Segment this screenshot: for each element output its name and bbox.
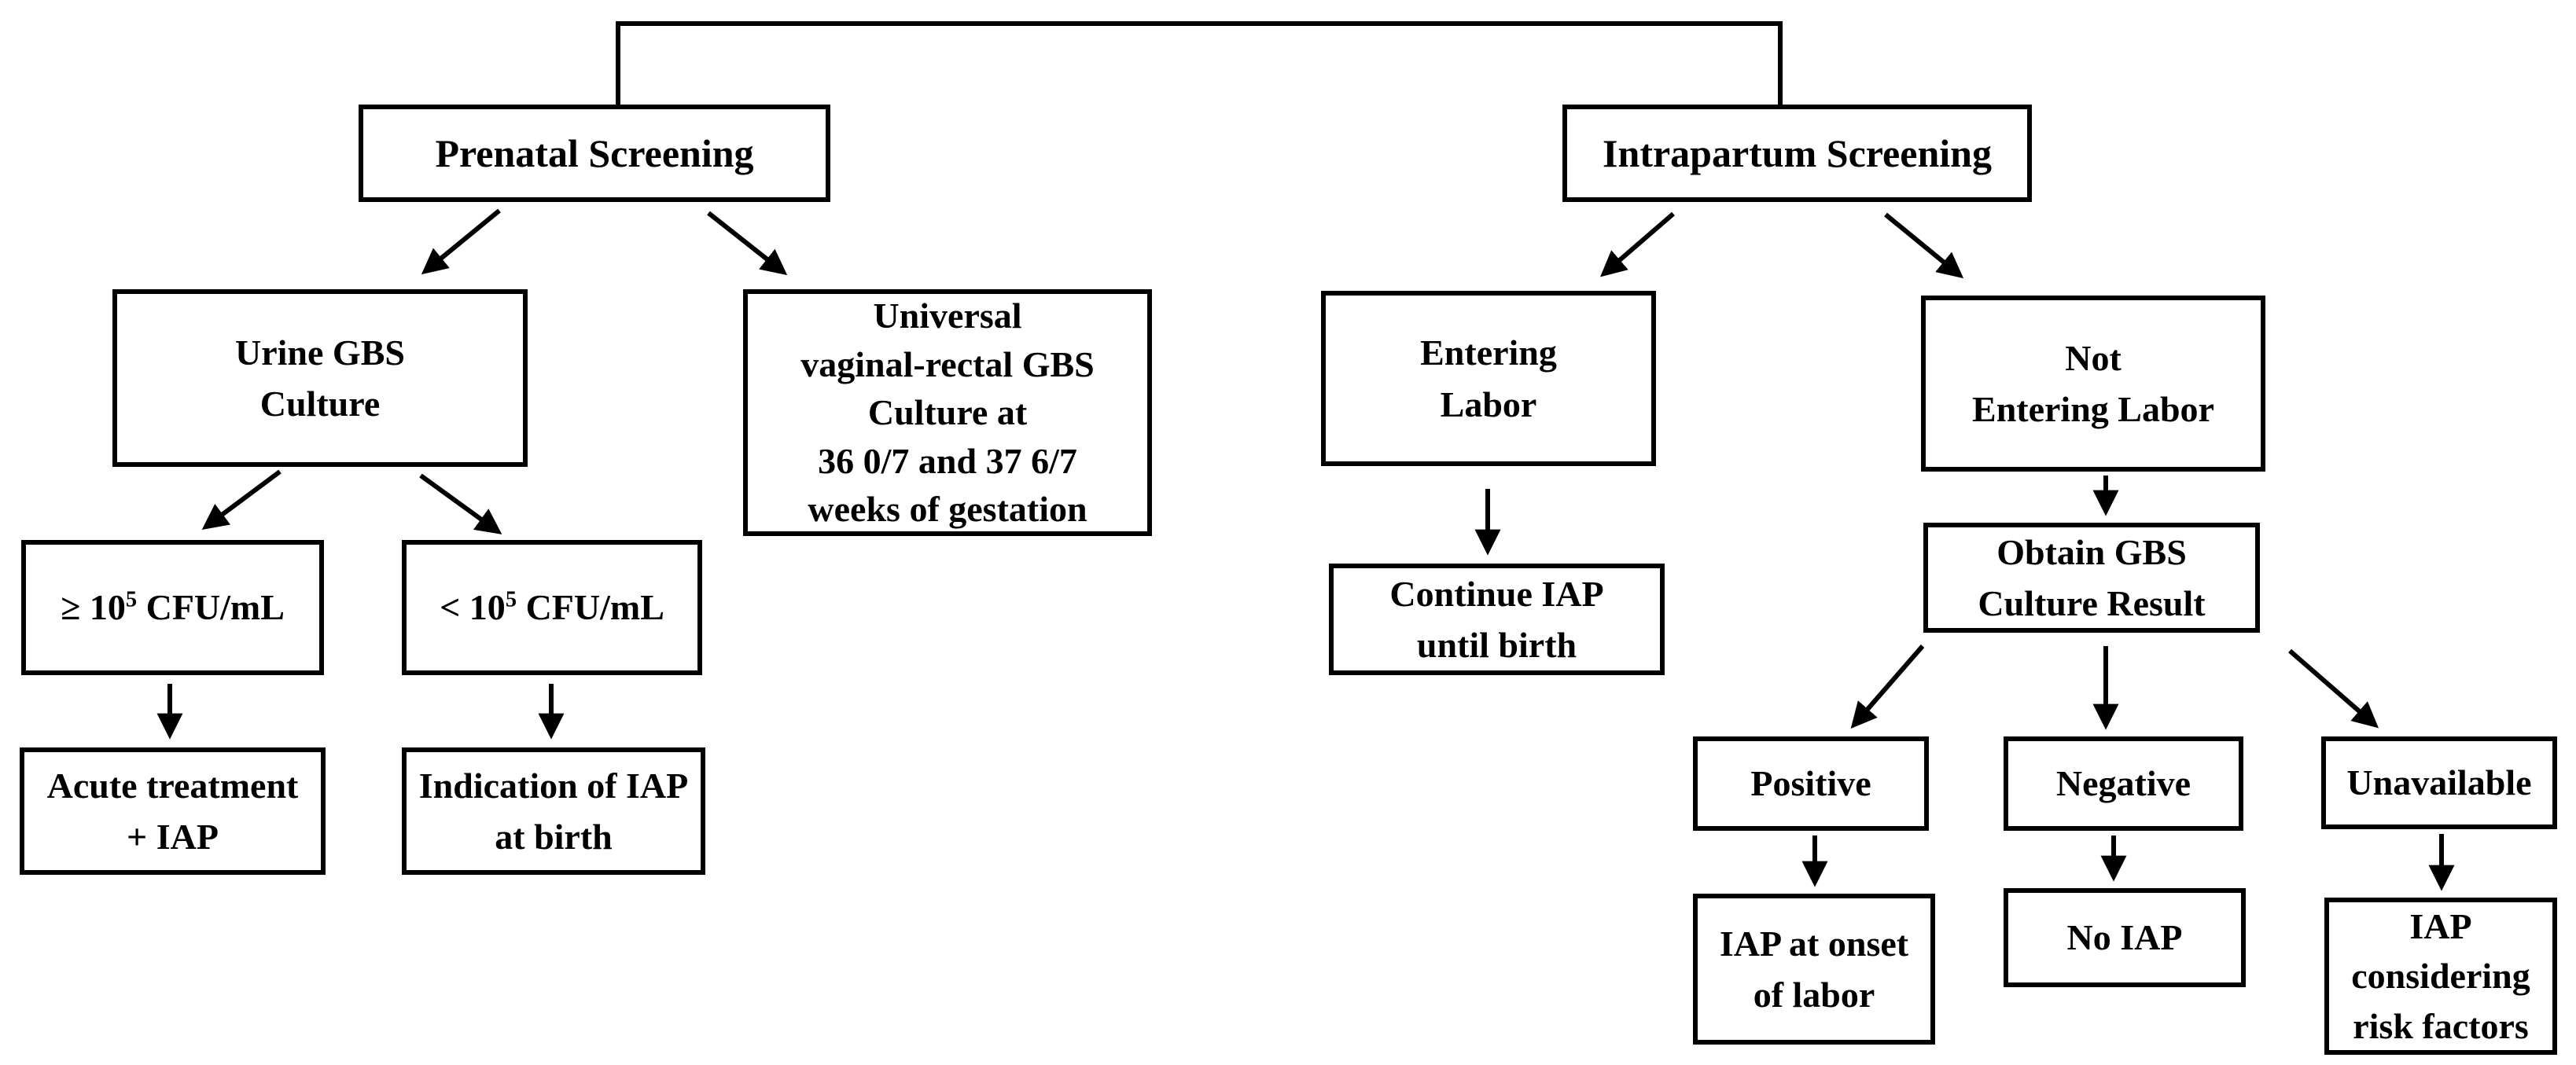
node-label: Continue IAP	[1389, 573, 1604, 614]
node-iap-at-onset-of-labor: IAP at onset of labor	[1693, 894, 1935, 1045]
node-label: Entering Labor	[1972, 389, 2214, 429]
node-label: No IAP	[2066, 917, 2183, 958]
node-label: ≥ 105 CFU/mL	[61, 587, 285, 628]
arrow-urine-to-lt	[419, 473, 502, 534]
arrow-prenatal-to-urine	[421, 208, 501, 275]
node-label: IAP at onset	[1719, 923, 1909, 964]
node-unavailable: Unavailable	[2321, 736, 2557, 829]
node-label: Negative	[2055, 763, 2191, 804]
node-label: Obtain GBS	[1996, 531, 2187, 572]
node-gte-10e5-cfu: ≥ 105 CFU/mL	[21, 540, 324, 675]
node-label: Acute treatment	[46, 765, 299, 806]
node-label: risk factors	[2353, 1005, 2529, 1046]
node-positive: Positive	[1693, 736, 1929, 831]
arrow-intrapartum-to-notentering	[1884, 212, 1964, 279]
node-acute-treatment-plus-iap: Acute treatment + IAP	[20, 747, 326, 875]
node-obtain-gbs-culture-result: Obtain GBS Culture Result	[1923, 523, 2260, 633]
node-no-iap: No IAP	[2004, 888, 2246, 987]
node-prenatal-screening: Prenatal Screening	[359, 105, 830, 202]
arrow-urine-to-gte	[201, 469, 282, 530]
node-negative: Negative	[2004, 736, 2243, 831]
node-continue-iap-until-birth: Continue IAP until birth	[1329, 564, 1665, 675]
node-label: Urine GBS	[235, 332, 405, 373]
arrow-intrapartum-to-entering	[1600, 211, 1675, 277]
node-label: Not	[2065, 337, 2122, 378]
node-label: weeks of gestation	[808, 489, 1087, 530]
node-label: Culture at	[867, 392, 1028, 433]
node-label: Entering	[1420, 332, 1557, 373]
node-label: 36 0/7 and 37 6/7	[818, 440, 1077, 481]
node-label: considering	[2351, 956, 2530, 997]
node-iap-considering-risk-factors: IAP considering risk factors	[2324, 898, 2557, 1055]
node-label: Culture	[259, 384, 381, 424]
node-label: Labor	[1440, 384, 1537, 424]
node-label: Culture Result	[1978, 583, 2206, 623]
node-label: Positive	[1750, 763, 1871, 804]
node-label: until birth	[1416, 625, 1577, 665]
node-entering-labor: Entering Labor	[1321, 291, 1656, 466]
node-universal-vaginal-rectal-culture: Universal vaginal-rectal GBS Culture at …	[743, 289, 1152, 536]
arrow-prenatal-to-universal	[707, 211, 788, 276]
node-indication-of-iap-at-birth: Indication of IAP at birth	[402, 747, 705, 875]
node-label: Intrapartum Screening	[1603, 130, 1992, 175]
node-label: Unavailable	[2346, 762, 2532, 803]
node-intrapartum-screening: Intrapartum Screening	[1562, 105, 2032, 202]
node-label: Universal	[873, 295, 1022, 336]
node-not-entering-labor: Not Entering Labor	[1921, 296, 2265, 472]
node-label: of labor	[1753, 975, 1875, 1015]
node-lt-10e5-cfu: < 105 CFU/mL	[402, 540, 702, 675]
node-label: Indication of IAP	[418, 765, 689, 806]
top-bracket-line	[616, 21, 1783, 105]
node-label: at birth	[495, 817, 613, 857]
arrow-obtain-to-positive	[1850, 645, 1925, 729]
node-label: vaginal-rectal GBS	[800, 343, 1095, 384]
node-label: Prenatal Screening	[435, 130, 754, 175]
superscript-exponent: 5	[505, 588, 517, 613]
node-label: < 105 CFU/mL	[440, 587, 664, 628]
superscript-exponent: 5	[125, 588, 138, 613]
arrow-obtain-to-unavailable	[2288, 648, 2379, 729]
node-label: IAP	[2409, 905, 2472, 946]
node-urine-gbs-culture: Urine GBS Culture	[112, 289, 528, 467]
node-label: + IAP	[127, 817, 219, 857]
